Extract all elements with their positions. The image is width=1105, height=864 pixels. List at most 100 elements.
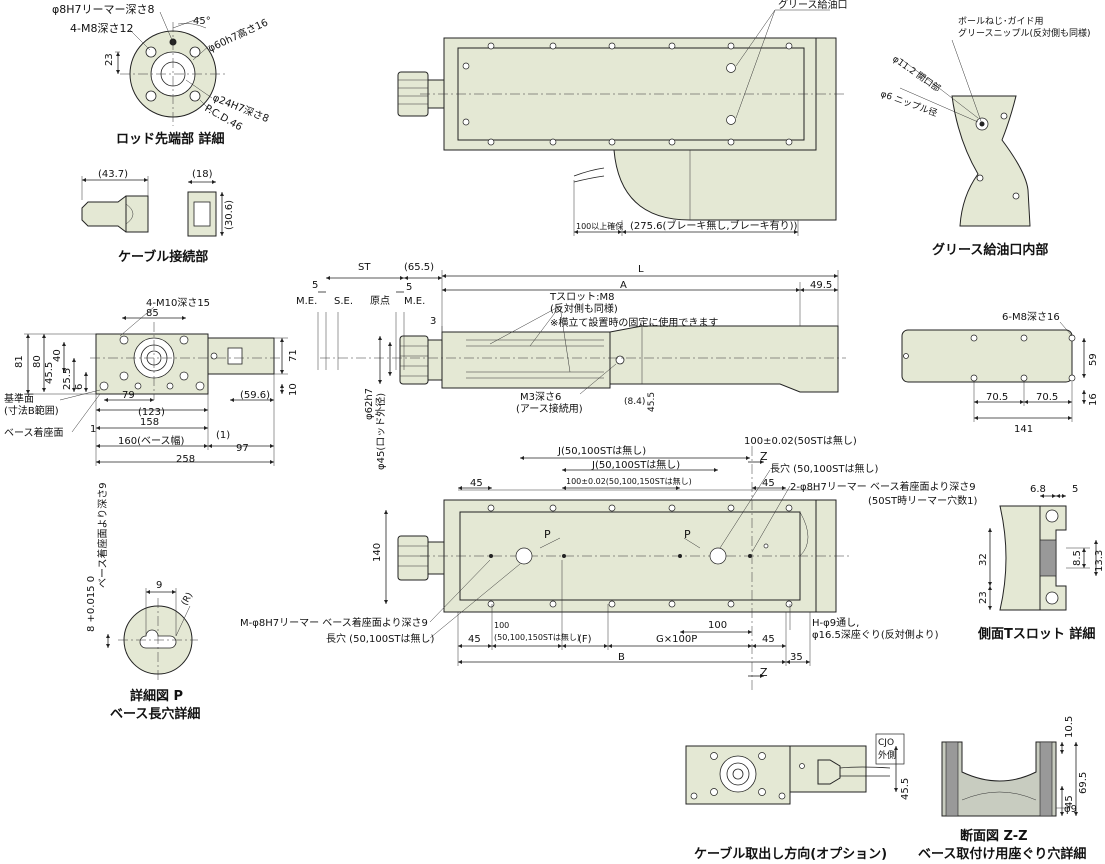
front-255-label: 25.5: [62, 368, 73, 390]
bottom-view: J(50,100STは無し) J(50,100STは無し) 100±0.02(5…: [240, 434, 977, 690]
tslot-5-label: 5: [1072, 484, 1078, 495]
ballscrew-label: ボールねじ･ガイド用: [958, 16, 1044, 27]
nipple-label: グリースニップル(反対側も同様): [958, 27, 1091, 39]
front-85-label: 85: [146, 308, 159, 319]
cable-conn-caption: ケーブル接続部: [118, 249, 208, 265]
tslot-caption: 側面Tスロット 詳細: [977, 626, 1095, 642]
end-16-label: 16: [1088, 393, 1099, 406]
m3-label-1: M3深さ6: [520, 391, 561, 403]
front-79-label: 79: [122, 390, 135, 401]
side-655-label: (65.5): [404, 262, 434, 273]
front-view: 4-M10深さ15 85 81 80 40 45.5 25.5 6 79 (12…: [4, 297, 299, 466]
cjo-label-1: CJO: [878, 738, 894, 748]
bot-h2-label: φ16.5深座ぐり(反対側より): [812, 628, 939, 641]
tslot-label-3: ※横立て設置時の固定に使用できます: [550, 316, 718, 329]
front-81-label: 81: [14, 355, 25, 368]
front-455-label: 45.5: [44, 362, 55, 384]
bot-reamer2-label: 2-φ8H7リーマー ベース着座面より深さ9: [790, 480, 976, 493]
front-158-label: 158: [140, 417, 159, 428]
bot-45b-label: 45: [762, 478, 775, 489]
mount-surface-label: ベース着座面: [4, 426, 64, 439]
p-depth-label: ベース着座面より深さ9: [96, 482, 109, 588]
clearance-label: 100以上確保: [576, 221, 623, 231]
side-view: ST (65.5) 5 5 M.E. S.E. 原点 M.E. L A 49.5…: [296, 262, 846, 470]
detail-p-caption-2: ベース長穴詳細: [110, 706, 200, 722]
front-tap-label: 4-M10深さ15: [146, 297, 210, 309]
grease-port-detail: ボールねじ･ガイド用 グリースニップル(反対側も同様) φ11.2 開口部 φ6…: [879, 16, 1091, 258]
side-84-label: (8.4): [624, 397, 645, 407]
bot-45d-label: 45: [762, 634, 775, 645]
front-10-label: 10: [288, 383, 299, 396]
bot-j1-label: J(50,100STは無し): [557, 444, 646, 457]
d6-label: φ6 ニップル径: [879, 88, 939, 120]
p-tol-label: 8 +0.015 0: [86, 576, 97, 632]
bot-140-label: 140: [372, 543, 383, 562]
side-origin-label: 原点: [370, 295, 390, 307]
tslot-85-label: 8.5: [1072, 550, 1083, 566]
bot-slot2-label: 長穴 (50,100STは無し): [326, 632, 435, 645]
end-141-label: 141: [1014, 424, 1033, 435]
side-se-label: S.E.: [334, 296, 353, 307]
front-160-label: 160(ベース幅): [118, 434, 184, 447]
side-455-label: 45.5: [647, 392, 657, 412]
cable-connection-detail: (43.7) (18) (30.6) ケーブル接続部: [81, 169, 235, 265]
side-a-label: A: [620, 280, 627, 291]
bot-h1-label: H-φ9通し,: [812, 617, 859, 629]
front-1p-label: (1): [216, 430, 230, 441]
front-596-label: (59.6): [240, 390, 270, 401]
cable-h306-label: (30.6): [224, 200, 235, 230]
front-6-label: 6: [74, 384, 85, 390]
cable-w18-label: (18): [192, 169, 213, 180]
front-40-label: 40: [52, 349, 63, 362]
top-view: グリース給油口 100以上確保 (275.6(ブレーキ無し,ブレーキ有り)): [397, 0, 848, 236]
side-5b-label: 5: [406, 282, 412, 293]
bot-reamer2b-label: (50ST時リーマー穴数1): [868, 494, 977, 507]
tslot-detail: 6.8 5 32 8.5 13.3 23 側面Tスロット 詳細: [977, 484, 1105, 642]
bot-t100-label: 100±0.02(50STは無し): [744, 434, 857, 447]
end-705b-label: 70.5: [1036, 392, 1058, 403]
bot-z-top-label: Z: [760, 450, 768, 463]
rod-d60-label: φ60h7高さ16: [206, 16, 270, 55]
tslot-label-1: Tスロット:M8: [549, 292, 614, 303]
cable-option-caption: ケーブル取出し方向(オプション): [694, 846, 887, 862]
rod-end-detail: φ8H7リーマー深さ8 4-M8深さ12 45° 23 φ60h7高さ16 φ2…: [52, 3, 271, 147]
grease-port-label: グリース給油口: [778, 0, 848, 11]
top-length-label: (275.6(ブレーキ無し,ブレーキ有り)): [630, 219, 798, 232]
ref-surface-label: 基準面: [4, 392, 34, 405]
bot-j2-label: J(50,100STは無し): [591, 458, 680, 471]
bot-p2-label: P: [684, 528, 691, 541]
section-zz: 10.5 69.5 45 φ9 断面図 Z-Z ベース取付け用座ぐり穴詳細: [918, 716, 1089, 862]
side-d45-label: φ45(ロッド外径): [374, 393, 387, 470]
tslot-23-label: 23: [978, 591, 989, 604]
bot-slot-label: 長穴 (50,100STは無し): [770, 462, 879, 475]
cable-w437-label: (43.7): [98, 169, 128, 180]
bot-100c-label: 100: [708, 620, 727, 631]
end-tap-label: 6-M8深さ16: [1002, 311, 1060, 323]
side-5a-label: 5: [312, 280, 318, 291]
bot-z-bottom-label: Z: [760, 666, 768, 679]
bot-t100b-label: 100±0.02(50,100,150STは無し): [566, 476, 692, 486]
front-1-label: 1: [90, 424, 96, 435]
bot-45c-label: 45: [468, 634, 481, 645]
sec-d9-label: φ9: [1064, 804, 1077, 815]
bot-35-label: 35: [790, 652, 803, 663]
rod-angle-label: 45°: [193, 16, 211, 27]
front-71-label: 71: [288, 349, 299, 362]
ref-range-label: (寸法B範囲): [4, 404, 59, 417]
detail-p-caption-1: 詳細図 P: [130, 688, 183, 704]
right-end-view: 6-M8深さ16 59 70.5 70.5 141 16: [901, 311, 1099, 435]
d112-label: φ11.2 開口部: [890, 53, 943, 95]
end-705a-label: 70.5: [986, 392, 1008, 403]
front-97-label: 97: [236, 443, 249, 454]
m3-label-2: (アース接続用): [516, 402, 583, 415]
bot-g-label: G×100P: [656, 634, 697, 645]
bot-100b-label: (50,100,150STは無し): [494, 632, 580, 642]
bot-b-label: B: [618, 652, 625, 663]
rod-23-label: 23: [104, 53, 115, 66]
side-st-label: ST: [358, 262, 371, 273]
side-3-label: 3: [430, 316, 436, 327]
side-d62-label: φ62h7: [364, 388, 375, 420]
section-caption-2: ベース取付け用座ぐり穴詳細: [918, 846, 1086, 862]
tslot-32-label: 32: [978, 553, 989, 566]
